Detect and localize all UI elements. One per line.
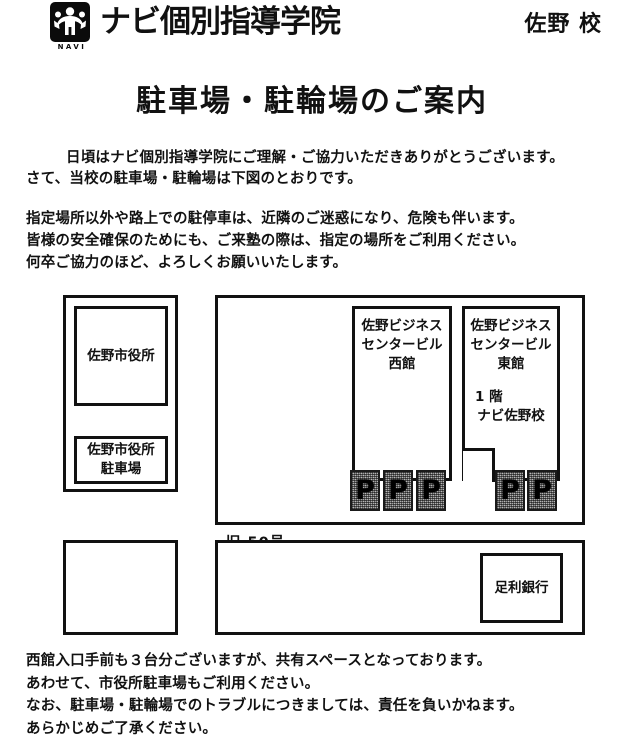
west-wing-label-3: 西館 — [389, 355, 416, 374]
footer-line-1: 西館入口手前も３台分ございますが、共有スペースとなっております。 — [26, 650, 624, 673]
footer-notes: 西館入口手前も３台分ございますが、共有スペースとなっております。 あわせて、市役… — [26, 650, 624, 740]
notice-paragraph: 指定場所以外や路上での駐停車は、近隣のご迷惑になり、危険も伴います。 皆様の安全… — [26, 208, 624, 274]
page-title: 駐車場・駐輪場のご案内 — [0, 76, 624, 120]
campus-name: 佐野 校 — [524, 6, 602, 38]
east-wing-label-1: 佐野ビジネス — [471, 317, 552, 336]
intro-paragraph: 日頃はナビ個別指導学院にご理解・ご協力いただきありがとうございます。 さて、当校… — [26, 148, 624, 190]
footer-line-2: あわせて、市役所駐車場もご利用ください。 — [26, 673, 624, 696]
navi-logo-icon: NAVI — [50, 2, 96, 52]
parking-symbol-p3: P — [421, 477, 441, 504]
parking-symbol-p4: P — [500, 477, 520, 504]
parking-spot-p5: P — [527, 470, 557, 511]
map-building-west-wing: 佐野ビジネス センタービル 西館 — [352, 306, 452, 481]
east-wing-label-2: センタービル — [471, 336, 552, 355]
city-hall-parking-label-2: 駐車場 — [101, 460, 142, 479]
map-building-bank: 足利銀行 — [480, 553, 563, 623]
intro-line-1: 日頃はナビ個別指導学院にご理解・ご協力いただきありがとうございます。 — [26, 148, 624, 169]
navi-figure-icon — [50, 2, 90, 42]
east-wing-notch — [463, 448, 495, 482]
intro-line-1-text: 日頃はナビ個別指導学院にご理解・ご協力いただきありがとうございます。 — [66, 150, 564, 166]
parking-spot-p1: P — [350, 470, 380, 511]
notice-line-3: 何卒ご協力のほど、よろしくお願いいたします。 — [26, 252, 624, 274]
map-building-city-hall-parking: 佐野市役所 駐車場 — [74, 436, 168, 484]
parking-symbol-p2: P — [388, 477, 408, 504]
logo-wordmark: NAVI — [50, 43, 94, 51]
brand: NAVI ナビ個別指導学院 — [50, 2, 340, 52]
parking-spot-p3: P — [416, 470, 446, 511]
logo-square — [50, 2, 90, 42]
map-block-lower-left — [63, 540, 178, 635]
parking-symbol-p1: P — [355, 477, 375, 504]
east-wing-floor-label: 1 階 — [465, 388, 503, 407]
west-wing-label-1: 佐野ビジネス — [362, 317, 443, 336]
footer-line-4: あらかじめご了承ください。 — [26, 718, 624, 740]
intro-line-2: さて、当校の駐車場・駐輪場は下図のとおりです。 — [26, 169, 624, 190]
footer-line-3: なお、駐車場・駐輪場でのトラブルにつきましては、責任を負いかねます。 — [26, 695, 624, 718]
city-hall-label: 佐野市役所 — [87, 347, 155, 366]
bank-label: 足利銀行 — [495, 579, 549, 598]
page-header: NAVI ナビ個別指導学院 佐野 校 — [0, 0, 624, 54]
parking-symbol-p5: P — [532, 477, 552, 504]
city-hall-parking-label-1: 佐野市役所 — [87, 441, 155, 460]
notice-line-1: 指定場所以外や路上での駐停車は、近隣のご迷惑になり、危険も伴います。 — [26, 208, 624, 230]
east-wing-school-label: ナビ佐野校 — [477, 407, 545, 426]
east-wing-label-3: 東館 — [498, 355, 525, 374]
brand-name: ナビ個別指導学院 — [100, 2, 340, 42]
parking-spot-p2: P — [383, 470, 413, 511]
notice-line-2: 皆様の安全確保のためにも、ご来塾の際は、指定の場所をご利用ください。 — [26, 230, 624, 252]
parking-spot-p4: P — [495, 470, 525, 511]
map-building-city-hall: 佐野市役所 — [74, 306, 168, 406]
west-wing-label-2: センタービル — [362, 336, 443, 355]
parking-map: 佐野市役所 佐野市役所 駐車場 佐野ビジネス センタービル 西館 佐野ビジネス … — [30, 288, 590, 638]
